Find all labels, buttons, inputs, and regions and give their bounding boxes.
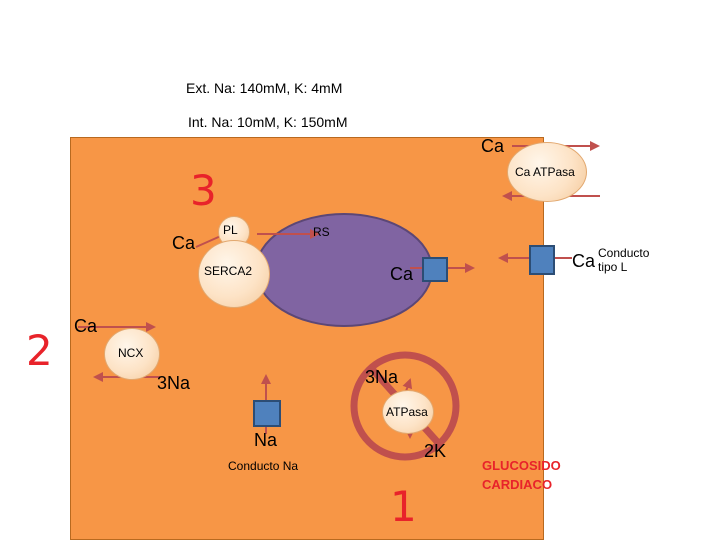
ncx-label: NCX	[118, 346, 144, 360]
ca-ncx-label: Ca	[74, 316, 98, 336]
conducto-tipo-l-label-2: tipo L	[598, 260, 628, 274]
glucosido-label-2: CARDIACO	[482, 477, 553, 492]
rs-label: RS	[313, 225, 330, 239]
3na-right-label: 3Na	[365, 367, 399, 387]
number-2: 2	[26, 326, 53, 375]
l-type-channel	[529, 245, 555, 275]
number-1: 1	[390, 482, 417, 531]
ca-atpase-ion-label: Ca	[481, 136, 505, 156]
external-concentration: Ext. Na: 140mM, K: 4mM	[186, 80, 343, 96]
number-3: 3	[190, 166, 217, 215]
ca-atpase-bubble	[507, 142, 587, 202]
conducto-na-label: Conducto Na	[228, 459, 299, 473]
atpasa-label: ATPasa	[386, 405, 428, 419]
serca2-label: SERCA2	[204, 264, 253, 278]
internal-concentration: Int. Na: 10mM, K: 150mM	[188, 114, 348, 130]
glucosido-label-1: GLUCOSIDO	[482, 458, 561, 473]
ca-atpase-label: Ca ATPasa	[515, 165, 575, 179]
2k-label: 2K	[424, 441, 447, 461]
na-channel-ion-label: Na	[254, 430, 278, 450]
ncx-bubble	[104, 328, 160, 380]
ryr-channel	[422, 257, 448, 282]
ca-pl-label: Ca	[172, 233, 196, 253]
serca2-bubble	[198, 240, 270, 308]
3na-left-label: 3Na	[157, 373, 191, 393]
ca-rs-label: Ca	[390, 264, 414, 284]
na-channel	[253, 400, 281, 427]
ca-l-type-label: Ca	[572, 251, 596, 271]
conducto-tipo-l-label-1: Conducto	[598, 246, 650, 260]
pl-label: PL	[223, 223, 238, 237]
atpasa-bubble	[382, 390, 434, 434]
